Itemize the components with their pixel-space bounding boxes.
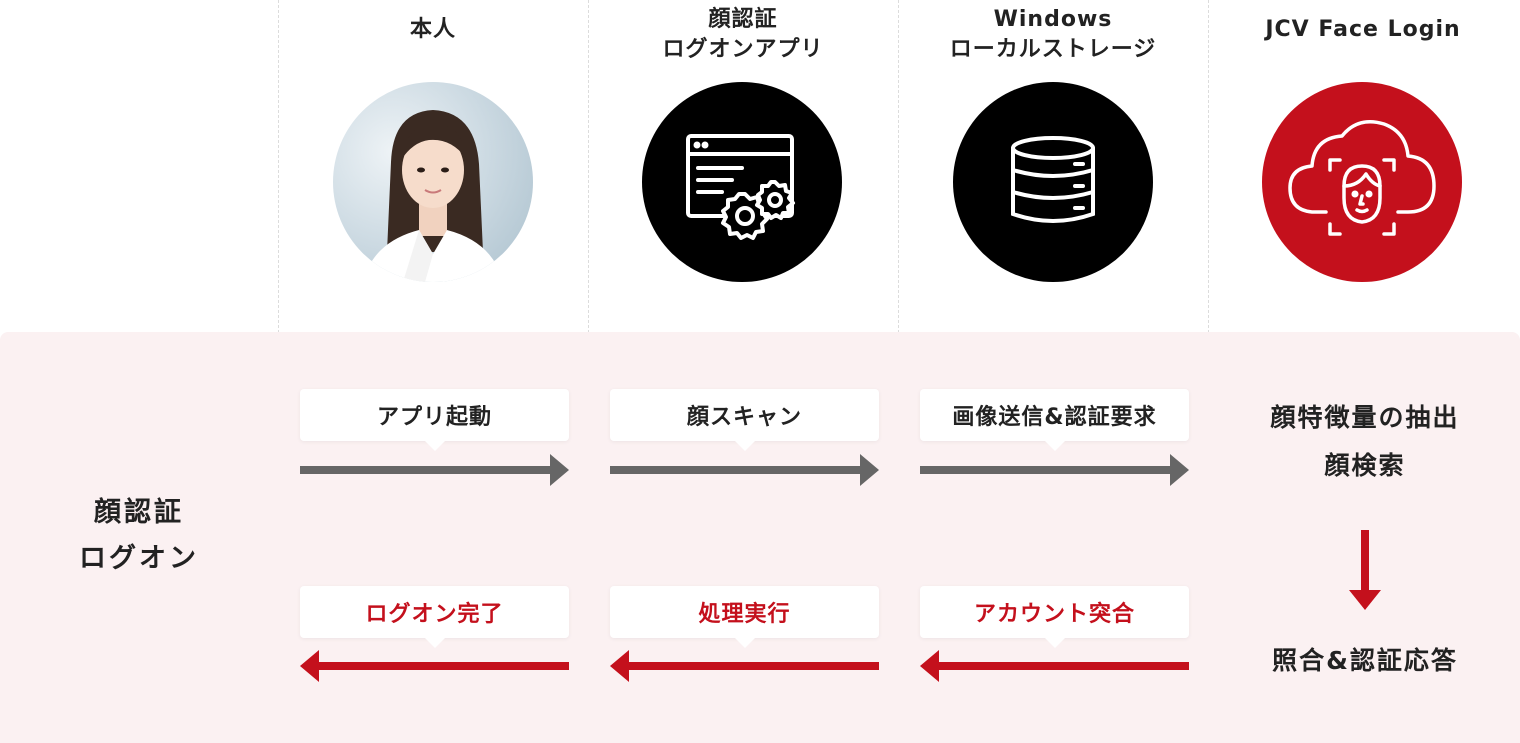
return-arrow: [300, 650, 569, 682]
database-icon: [953, 82, 1153, 282]
column-title-line: 顔認証: [708, 7, 778, 32]
column-title-line: ログオンアプリ: [662, 37, 824, 62]
forward-arrow: [300, 454, 569, 486]
row-label-line: ログオン: [79, 543, 199, 574]
person-photo-icon: [333, 82, 533, 282]
step-label: 画像送信&認証要求: [952, 405, 1157, 430]
step-account-match: アカウント突合: [920, 586, 1189, 648]
column-title-line: 本人: [409, 17, 456, 42]
step-face-scan: 顔スキャン: [610, 389, 879, 451]
down-arrow: [1349, 530, 1381, 610]
column-header-storage: Windows ローカルストレージ: [898, 0, 1208, 70]
step-launch-app: アプリ起動: [300, 389, 569, 451]
step-label: ログオン完了: [365, 602, 504, 627]
forward-arrow: [610, 454, 879, 486]
column-title-line: JCV Face Login: [1265, 17, 1461, 42]
cloud-process-extract: 顔特徴量の抽出: [1270, 403, 1460, 432]
cloud-face-icon: [1262, 82, 1462, 282]
app-settings-icon: [642, 82, 842, 282]
step-label: アプリ起動: [376, 405, 492, 430]
return-arrow: [610, 650, 879, 682]
column-title-line: ローカルストレージ: [949, 37, 1157, 62]
forward-arrow: [920, 454, 1189, 486]
row-label-face-logon: 顔認証 ログオン: [0, 490, 278, 582]
step-label: 顔スキャン: [686, 405, 802, 430]
step-send-image: 画像送信&認証要求: [920, 389, 1189, 451]
step-execute-process: 処理実行: [610, 586, 879, 648]
column-header-app: 顔認証 ログオンアプリ: [588, 0, 898, 70]
step-label: 処理実行: [698, 602, 791, 627]
step-logon-complete: ログオン完了: [300, 586, 569, 648]
cloud-process-verify: 照合&認証応答: [1272, 646, 1458, 675]
column-header-person: 本人: [278, 0, 588, 65]
cloud-process-search: 顔検索: [1324, 451, 1406, 480]
row-label-line: 顔認証: [94, 497, 184, 528]
column-title-line: Windows: [993, 7, 1113, 32]
step-label: アカウント突合: [973, 602, 1135, 627]
return-arrow: [920, 650, 1189, 682]
column-header-cloud: JCV Face Login: [1208, 0, 1518, 65]
